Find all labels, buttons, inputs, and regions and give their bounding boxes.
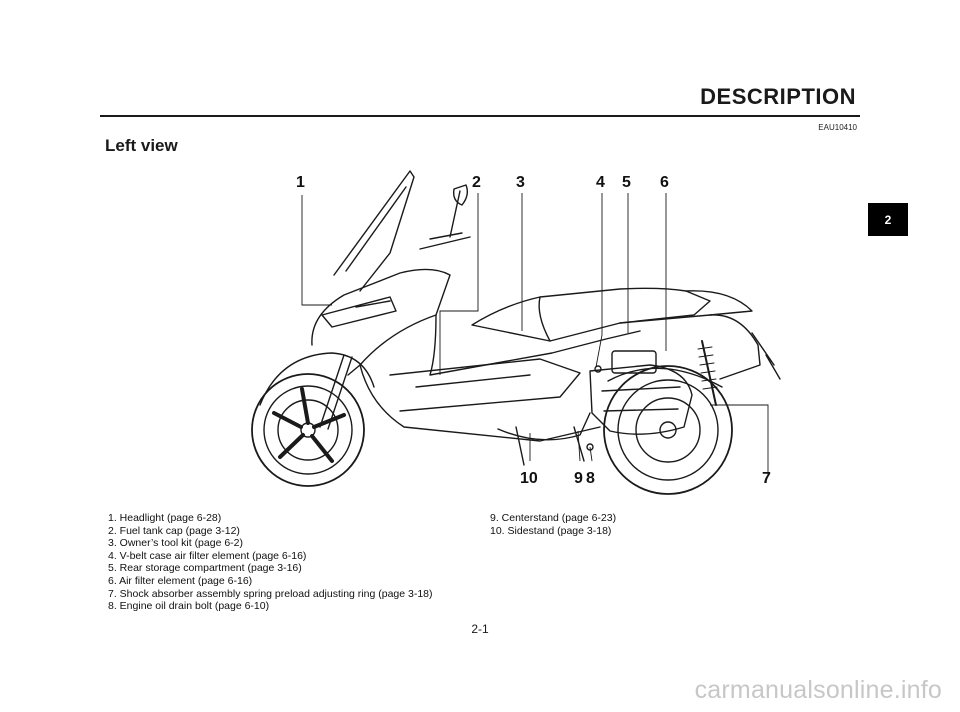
caption-item: 2. Fuel tank cap (page 3-12) [108, 524, 240, 537]
caption-item: 7. Shock absorber assembly spring preloa… [108, 587, 433, 600]
caption-item: 10. Sidestand (page 3-18) [490, 524, 612, 537]
scooter-drawing [251, 170, 781, 495]
callout-2-fuel-tank-cap: 2 [472, 174, 481, 191]
callout-3-tool-kit: 3 [516, 174, 525, 191]
caption-item: 9. Centerstand (page 6-23) [490, 512, 617, 524]
caption-list-right: 9. Centerstand (page 6-23) 10. Sidestand… [490, 512, 616, 537]
caption-item: 5. Rear storage compartment (page 3-16) [108, 562, 302, 575]
caption-item: 6. Air filter element (page 6-16) [108, 574, 253, 587]
callout-1-headlight: 1 [296, 174, 305, 191]
caption-item: 1. Headlight (page 6-28) [108, 512, 222, 524]
section-title: DESCRIPTION [700, 84, 856, 109]
page-number: 2-1 [471, 622, 489, 636]
caption-item: 8. Engine oil drain bolt (page 6-10) [108, 600, 270, 613]
watermark: carmanualsonline.info [694, 676, 942, 704]
callout-7-shock-preload-ring: 7 [762, 470, 771, 487]
callout-4-v-belt-filter: 4 [596, 174, 605, 191]
callout-8-oil-drain-bolt: 8 [586, 470, 595, 487]
callout-10-sidestand: 10 [520, 470, 538, 487]
document-code: EAU10410 [818, 123, 857, 132]
callout-5-storage-compartment: 5 [622, 174, 631, 191]
callout-6-air-filter: 6 [660, 174, 669, 191]
header-rule [100, 115, 860, 117]
page-heading: Left view [105, 136, 178, 155]
callout-9-centerstand: 9 [574, 470, 583, 487]
scooter-left-view-illustration: 1 2 3 4 5 6 7 8 9 10 [240, 165, 800, 505]
chapter-tab[interactable]: 2 [868, 203, 908, 236]
caption-item: 3. Owner’s tool kit (page 6-2) [108, 537, 244, 550]
caption-list-left: 1. Headlight (page 6-28) 2. Fuel tank ca… [108, 512, 433, 613]
caption-item: 4. V-belt case air filter element (page … [108, 549, 307, 562]
